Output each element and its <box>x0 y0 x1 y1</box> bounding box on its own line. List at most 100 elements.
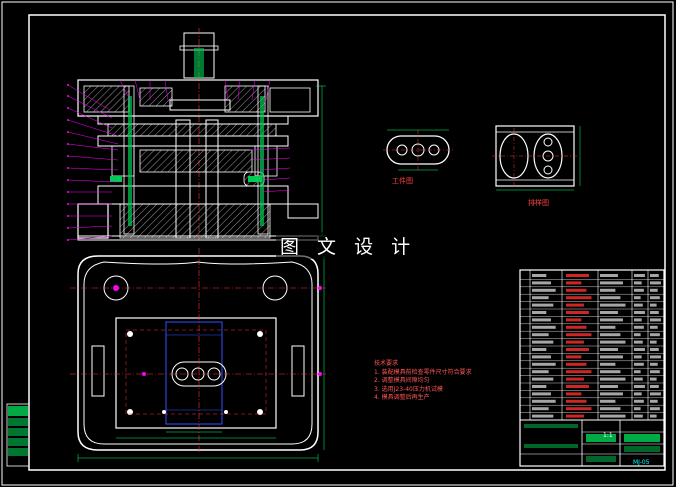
parts-list-cell <box>566 385 589 388</box>
strip-layout-label: 排样图 <box>528 199 549 207</box>
section-view <box>67 28 326 241</box>
parts-list-cell <box>600 318 623 322</box>
parts-list-cell <box>650 392 661 396</box>
parts-list-cell <box>650 325 658 329</box>
parts-list-cell <box>650 340 657 344</box>
parts-list-cell <box>634 377 643 381</box>
parts-list-cell <box>532 318 551 322</box>
parts-list-cell <box>566 340 584 344</box>
parts-list-cell <box>566 333 592 337</box>
parts-list-cell <box>600 377 626 381</box>
parts-list <box>519 269 665 467</box>
parts-list-cell <box>634 414 643 418</box>
parts-list-cell <box>566 274 589 277</box>
parts-list-cell <box>566 296 592 300</box>
parts-list-cell <box>532 333 549 337</box>
parts-list-cell <box>566 370 592 374</box>
parts-list-cell <box>634 311 645 314</box>
parts-list-cell <box>600 281 623 285</box>
parts-list-cell <box>600 288 616 292</box>
parts-list-cell <box>600 274 618 277</box>
parts-list-cell <box>532 355 551 359</box>
parts-list-cell <box>532 274 547 277</box>
strip-layout-drawing <box>492 125 581 191</box>
parts-list-cell <box>650 399 658 403</box>
parts-list-cell <box>650 370 660 374</box>
parts-list-cell <box>532 392 551 396</box>
parts-list-cell <box>634 281 642 285</box>
parts-list-cell <box>566 414 584 418</box>
parts-list-cell <box>600 348 618 351</box>
parts-list-cell <box>566 318 582 322</box>
parts-list-cell <box>600 362 616 366</box>
parts-list-cell <box>566 407 592 411</box>
parts-list-cell <box>634 325 644 329</box>
notes-title: 技术要求 <box>374 360 399 367</box>
parts-list-cell <box>600 355 623 359</box>
parts-list-cell <box>532 407 549 411</box>
parts-list-cell <box>532 377 554 381</box>
parts-list-cell <box>600 392 623 396</box>
parts-list-cell <box>634 392 642 396</box>
parts-list-cell <box>650 362 658 366</box>
parts-list-cell <box>600 311 618 314</box>
parts-list-cell <box>634 385 645 388</box>
parts-list-cell <box>532 362 556 366</box>
parts-list-cell <box>566 399 587 403</box>
watermark-text: 图 文 设 计 <box>276 232 421 259</box>
parts-list-cell <box>566 377 584 381</box>
parts-list-cell <box>566 303 584 307</box>
drawing-number: MJ-05 <box>633 459 650 466</box>
parts-list-cell <box>650 414 657 418</box>
scale-label: 1:1 <box>603 432 613 439</box>
parts-list-cell <box>566 355 582 359</box>
inner-frame <box>28 14 666 471</box>
parts-list-cell <box>532 303 554 307</box>
plan-view <box>70 248 326 462</box>
parts-list-cell <box>634 362 644 366</box>
parts-list-cell <box>634 355 642 359</box>
parts-list-cell <box>532 340 554 344</box>
parts-list-cell <box>634 348 645 351</box>
parts-list-cell <box>600 385 618 388</box>
parts-list-cell <box>600 333 621 337</box>
parts-list-cell <box>634 274 645 277</box>
parts-list-cell <box>600 325 616 329</box>
parts-list-cell <box>532 281 551 285</box>
parts-list-cell <box>532 311 547 314</box>
workpiece-drawing <box>383 129 454 171</box>
parts-list-cell <box>650 303 657 307</box>
parts-list-cell <box>566 392 582 396</box>
parts-list-cell <box>634 296 641 300</box>
parts-list-cell <box>650 355 661 359</box>
notes-item: 2. 调整模具间隙均匀 <box>374 377 430 384</box>
notes-item: 3. 选用J23-40压力机试模 <box>374 385 443 393</box>
parts-list-cell <box>566 311 589 314</box>
workpiece-label: 工件图 <box>392 177 413 185</box>
parts-list-cell <box>634 333 641 337</box>
parts-list-cell <box>566 325 587 329</box>
parts-list-cell <box>532 296 549 300</box>
parts-list-cell <box>532 399 556 403</box>
parts-list-cell <box>634 303 643 307</box>
parts-list-cell <box>600 340 626 344</box>
parts-list-cell <box>634 370 641 374</box>
title-block <box>520 419 664 466</box>
parts-list-cell <box>650 407 660 411</box>
parts-list-cell <box>600 407 621 411</box>
parts-list-cell <box>634 340 643 344</box>
parts-list-cell <box>532 348 547 351</box>
notes-item: 4. 模具调整后再生产 <box>374 394 430 401</box>
parts-list-cell <box>650 377 657 381</box>
parts-list-cell <box>566 288 587 292</box>
notes-item: 1. 装配模具前检查零件尺寸符合要求 <box>374 368 472 376</box>
left-margin-block <box>6 403 30 467</box>
parts-list-cell <box>650 296 660 300</box>
parts-list-cell <box>650 288 658 292</box>
parts-list-cell <box>566 348 589 351</box>
parts-list-cell <box>566 281 582 285</box>
parts-list-cell <box>650 311 659 314</box>
parts-list-cell <box>532 370 549 374</box>
parts-list-cell <box>600 303 626 307</box>
